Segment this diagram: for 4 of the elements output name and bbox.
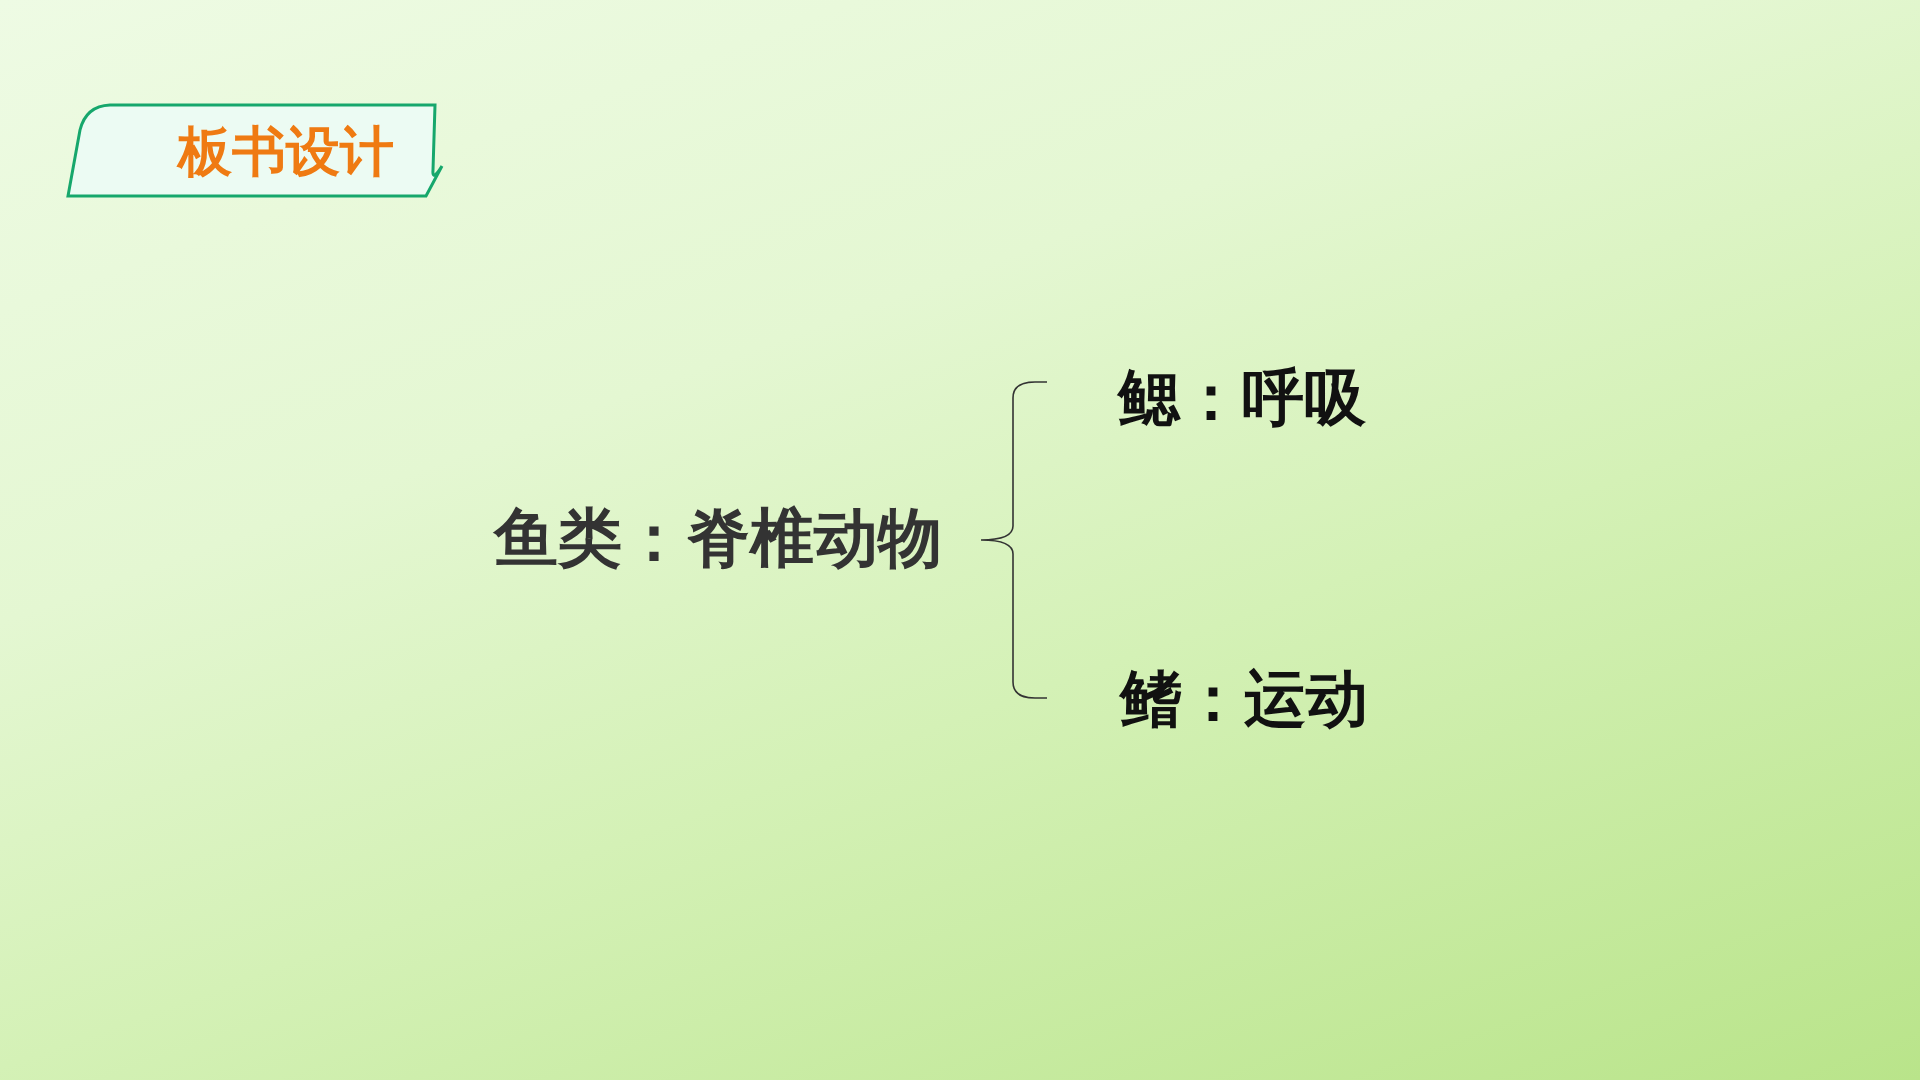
node-text: 鱼类：脊椎动物 bbox=[494, 503, 942, 574]
node-text: 鳃：呼吸 bbox=[1118, 364, 1366, 433]
node-text: 鳍：运动 bbox=[1120, 665, 1368, 734]
heading: 板书设计 bbox=[178, 122, 394, 182]
